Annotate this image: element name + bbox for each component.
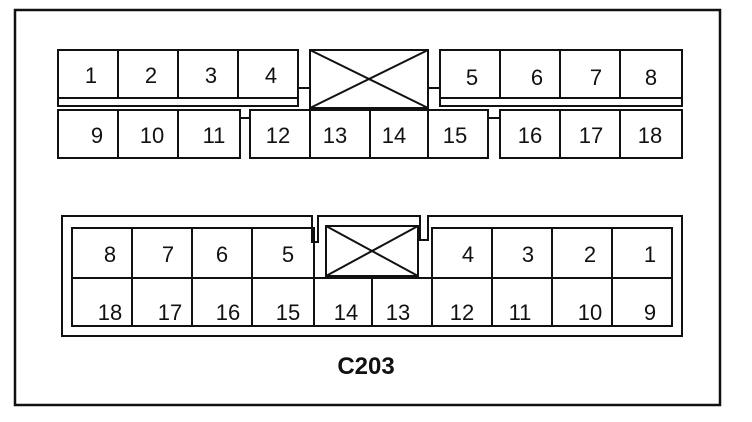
pin-label: 9 [91,123,103,148]
pin-label: 3 [205,63,217,88]
pin-labels-top: 1 2 3 4 5 6 7 8 9 10 11 12 13 14 15 16 1… [85,63,662,148]
pin-label: 4 [265,63,277,88]
pin-label: 14 [382,123,406,148]
diagram-frame [13,8,722,407]
pin-label: 18 [638,123,662,148]
key-latch [325,225,419,277]
pin-label: 13 [386,300,410,325]
pin-label: 12 [266,123,290,148]
pin-label: 6 [216,242,228,267]
latch-strip [57,97,299,107]
pin-label: 2 [145,63,157,88]
pin-label: 12 [450,300,474,325]
pin-label: 17 [158,300,182,325]
pin-label: 15 [443,123,467,148]
pin-label: 9 [644,300,656,325]
pin-label: 8 [104,242,116,267]
pin-label: 18 [98,300,122,325]
pin-label: 10 [140,123,164,148]
pin-label: 2 [584,242,596,267]
pin-label: 6 [531,65,543,90]
pin-label: 5 [282,242,294,267]
pin-label: 15 [276,300,300,325]
latch-strip [439,97,683,107]
connector-label: C203 [337,353,394,380]
pin-label: 13 [323,123,347,148]
cavity-block [499,109,683,159]
pin-label: 14 [334,300,358,325]
pin-label: 1 [85,63,97,88]
pin-labels-bottom: 8 7 6 5 4 3 2 1 18 17 16 15 14 13 12 11 … [98,242,656,325]
cavity-block [57,109,241,159]
pin-label: 16 [216,300,240,325]
pin-label: 7 [590,65,602,90]
key-latch [309,49,429,109]
connector-view-bottom [61,215,683,337]
pin-label: 4 [462,242,474,267]
connector-shroud [61,215,683,337]
pin-label: 16 [518,123,542,148]
pin-label: 11 [203,123,226,148]
pin-label: 1 [644,242,656,267]
pin-label: 10 [578,300,602,325]
pin-label: 3 [522,242,534,267]
pin-label: 5 [466,65,478,90]
pin-label: 8 [645,65,657,90]
pin-label: 11 [509,300,532,325]
pin-label: 17 [579,123,603,148]
connector-view-top [57,49,683,159]
pin-label: 7 [162,242,174,267]
